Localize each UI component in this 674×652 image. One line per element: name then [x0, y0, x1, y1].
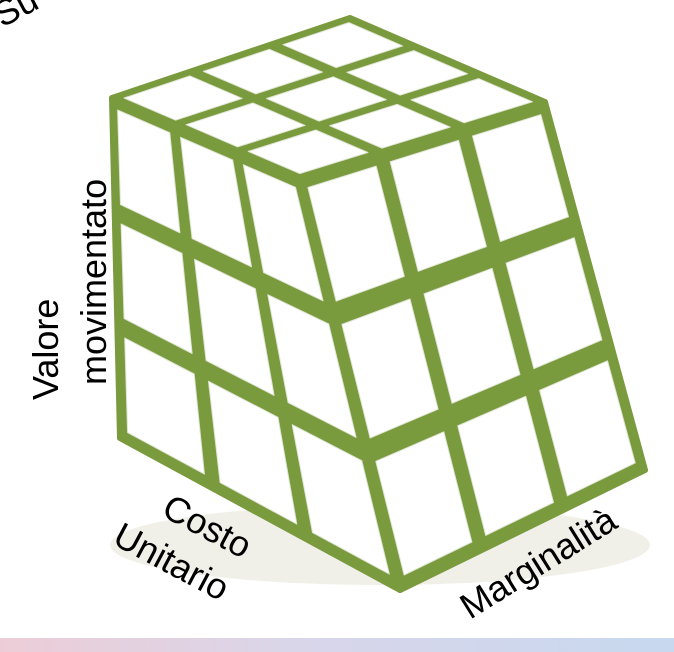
left-axis-label-line1: Valore — [25, 299, 66, 400]
left-axis-label: Valore movimentato — [25, 179, 114, 400]
top-corner-label: Su — [0, 0, 45, 35]
bottom-band — [0, 638, 674, 652]
left-axis-label-line2: movimentato — [73, 179, 114, 385]
